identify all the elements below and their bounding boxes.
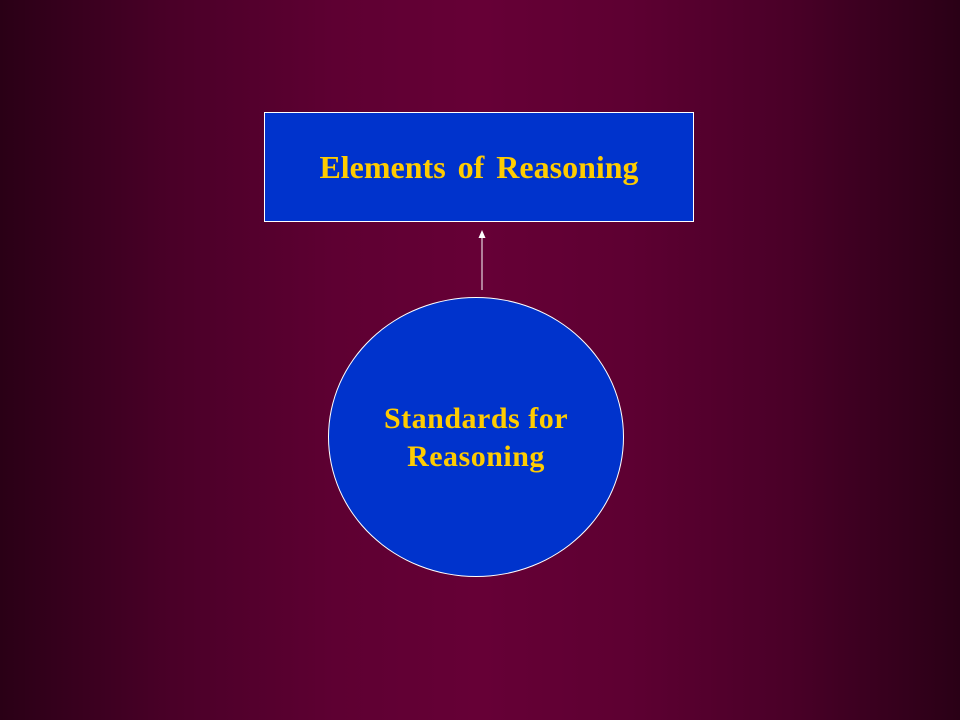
elements-of-reasoning-label: Elements of Reasoning [319, 148, 639, 185]
standards-for-reasoning-label: Standards for Reasoning [384, 400, 568, 476]
standards-for-reasoning-circle: Standards for Reasoning [328, 297, 624, 577]
arrow-up-icon [478, 230, 486, 290]
circle-label-line1: Standards for [383, 402, 569, 435]
elements-of-reasoning-box: Elements of Reasoning [264, 112, 694, 222]
circle-label-line2: Reasoning [407, 440, 545, 473]
